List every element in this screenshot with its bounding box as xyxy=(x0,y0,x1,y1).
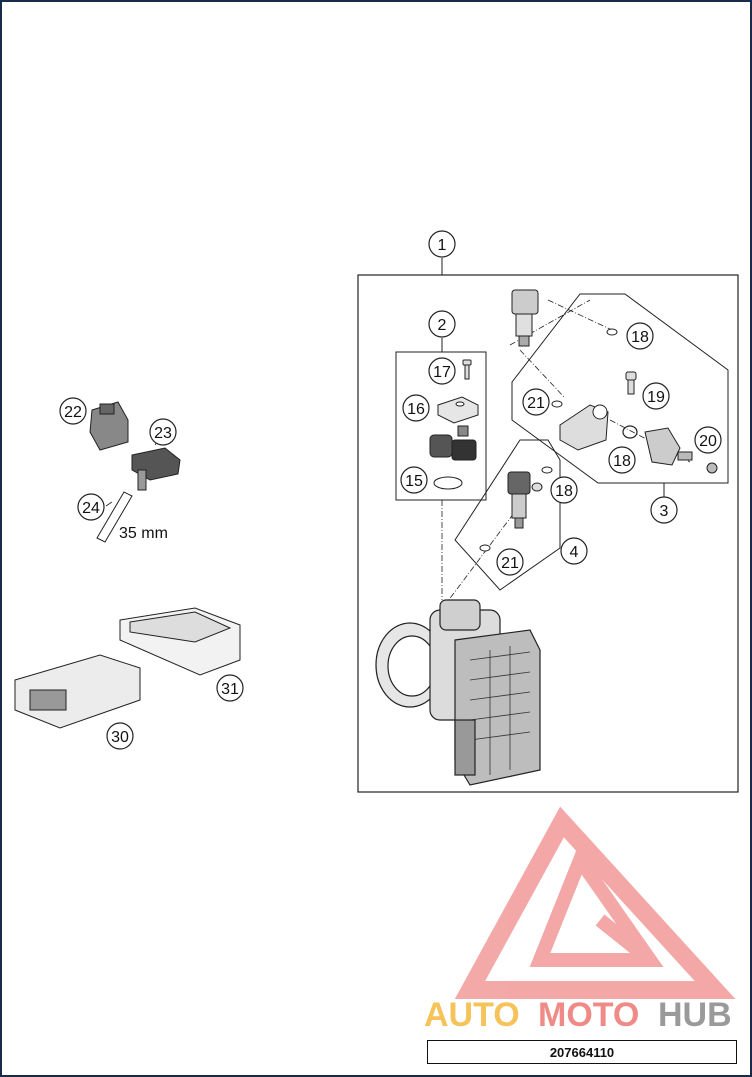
svg-text:31: 31 xyxy=(221,681,239,698)
part-19-pin xyxy=(625,371,637,395)
sensor-box-2 xyxy=(395,351,487,501)
callout-23: 23 xyxy=(149,418,177,446)
svg-text:2: 2 xyxy=(438,317,447,334)
callout-16: 16 xyxy=(402,394,430,422)
part-30-ecu xyxy=(14,654,141,729)
svg-text:HUB: HUB xyxy=(658,996,732,1034)
part-22-connector xyxy=(89,401,129,451)
callout-17: 17 xyxy=(428,357,456,385)
callout-3: 3 xyxy=(650,496,678,524)
injector-group-3 xyxy=(511,293,729,484)
part-24-hose xyxy=(96,491,133,543)
svg-text:17: 17 xyxy=(433,364,451,381)
svg-text:18: 18 xyxy=(631,329,649,346)
svg-text:1: 1 xyxy=(438,237,447,254)
callout-4: 4 xyxy=(560,537,588,565)
part-18-oring xyxy=(622,425,638,439)
part-23-sensor xyxy=(131,447,181,491)
svg-text:20: 20 xyxy=(699,433,717,450)
callout-21a: 21 xyxy=(522,388,550,416)
svg-text:23: 23 xyxy=(154,425,172,442)
part-15-sensor xyxy=(429,425,477,490)
callout-15: 15 xyxy=(400,466,428,494)
leader-24 xyxy=(105,501,113,507)
callout-22: 22 xyxy=(59,397,87,425)
callout-21b: 21 xyxy=(496,548,524,576)
part-fuel-adapter xyxy=(559,404,609,451)
part-17-screw xyxy=(462,359,472,380)
callout-19: 19 xyxy=(642,382,670,410)
callout-18b: 18 xyxy=(608,446,636,474)
callout-24: 24 xyxy=(77,493,105,521)
callout-18a: 18 xyxy=(626,322,654,350)
part-throttle-body xyxy=(375,599,541,786)
callout-20: 20 xyxy=(694,426,722,454)
svg-text:18: 18 xyxy=(555,483,573,500)
svg-text:AUTO: AUTO xyxy=(424,996,520,1034)
part-3-injector xyxy=(511,289,618,408)
svg-text:18: 18 xyxy=(613,453,631,470)
part-20-valve xyxy=(644,427,718,474)
callout-18c: 18 xyxy=(550,476,578,504)
svg-text:30: 30 xyxy=(111,729,129,746)
assembly-line-b xyxy=(444,504,521,606)
part-16-bracket xyxy=(437,396,479,424)
svg-text:21: 21 xyxy=(501,555,519,572)
svg-text:4: 4 xyxy=(570,544,579,561)
callout-2: 2 xyxy=(428,310,456,338)
callout-30: 30 xyxy=(106,722,134,750)
svg-text:21: 21 xyxy=(527,395,545,412)
watermark-text: AUTO MOTO HUB xyxy=(424,996,732,1034)
callout-31: 31 xyxy=(216,674,244,702)
svg-text:22: 22 xyxy=(64,404,82,421)
svg-text:24: 24 xyxy=(82,500,100,517)
svg-text:16: 16 xyxy=(407,401,425,418)
svg-text:19: 19 xyxy=(647,389,665,406)
svg-text:15: 15 xyxy=(405,473,423,490)
assembly-line-d xyxy=(547,299,613,331)
part-31-ecu-holder xyxy=(119,607,241,676)
callout-1: 1 xyxy=(428,230,456,258)
svg-text:MOTO: MOTO xyxy=(538,996,639,1034)
part-4-injector xyxy=(479,466,553,552)
assembly-box-1 xyxy=(357,274,739,793)
dimension-label: 35 mm xyxy=(119,525,168,542)
watermark-logo xyxy=(454,806,736,999)
document-number: 207664110 xyxy=(427,1040,737,1064)
injector-group-4 xyxy=(454,439,561,591)
svg-text:3: 3 xyxy=(660,503,669,520)
